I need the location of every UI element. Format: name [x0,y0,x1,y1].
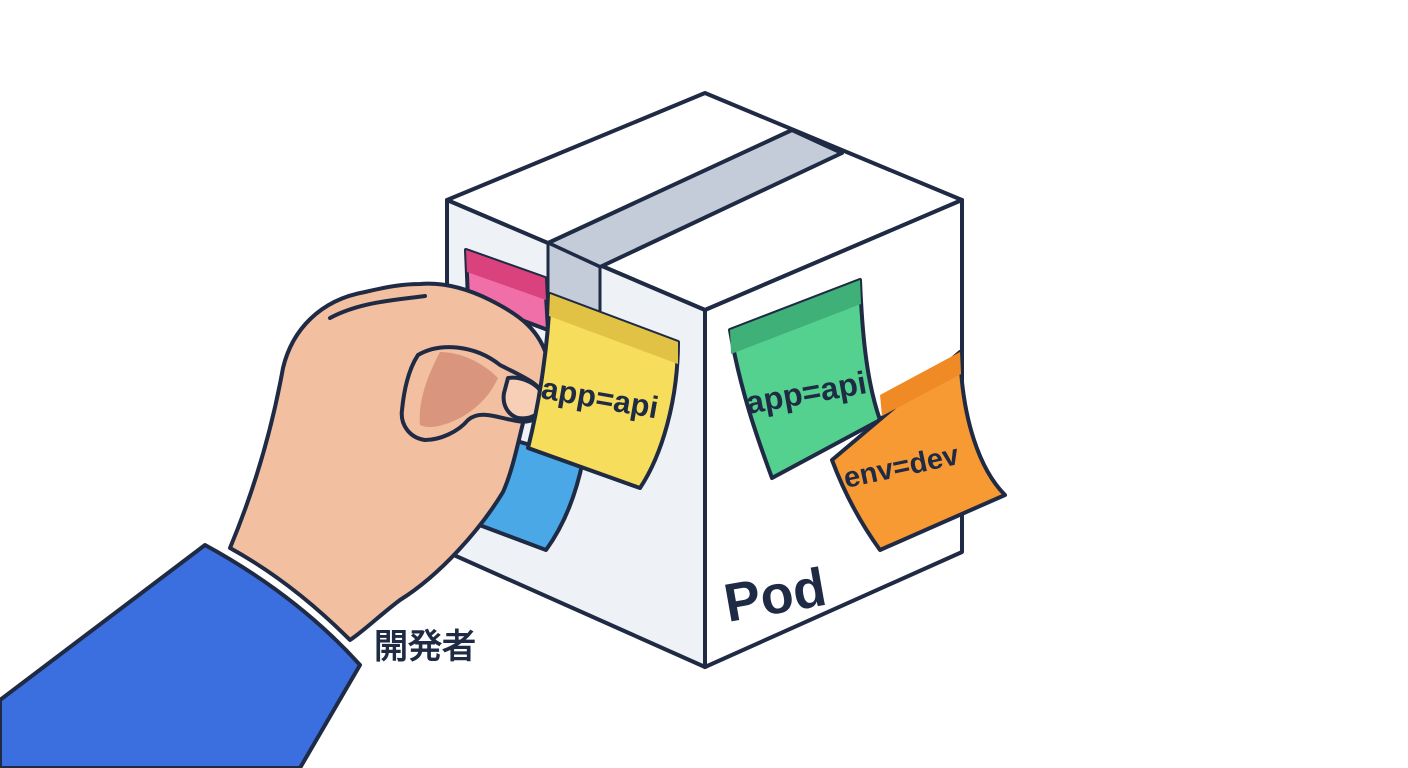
developer-hand [0,281,551,768]
yellow-label: app=api [526,292,680,490]
sleeve [0,543,362,768]
thumb-shadow [419,352,498,428]
green-label: app=api [728,278,882,480]
orange-label-band [880,352,961,416]
green-label-band [730,280,861,354]
yellow-label-band [549,294,678,364]
actor-name: 開発者 [374,627,476,667]
palm [228,281,551,642]
knuckle-line [328,294,427,320]
pink-label-band [466,250,546,300]
orange-label: env=dev [830,350,1007,552]
orange-label-body [830,350,1007,552]
